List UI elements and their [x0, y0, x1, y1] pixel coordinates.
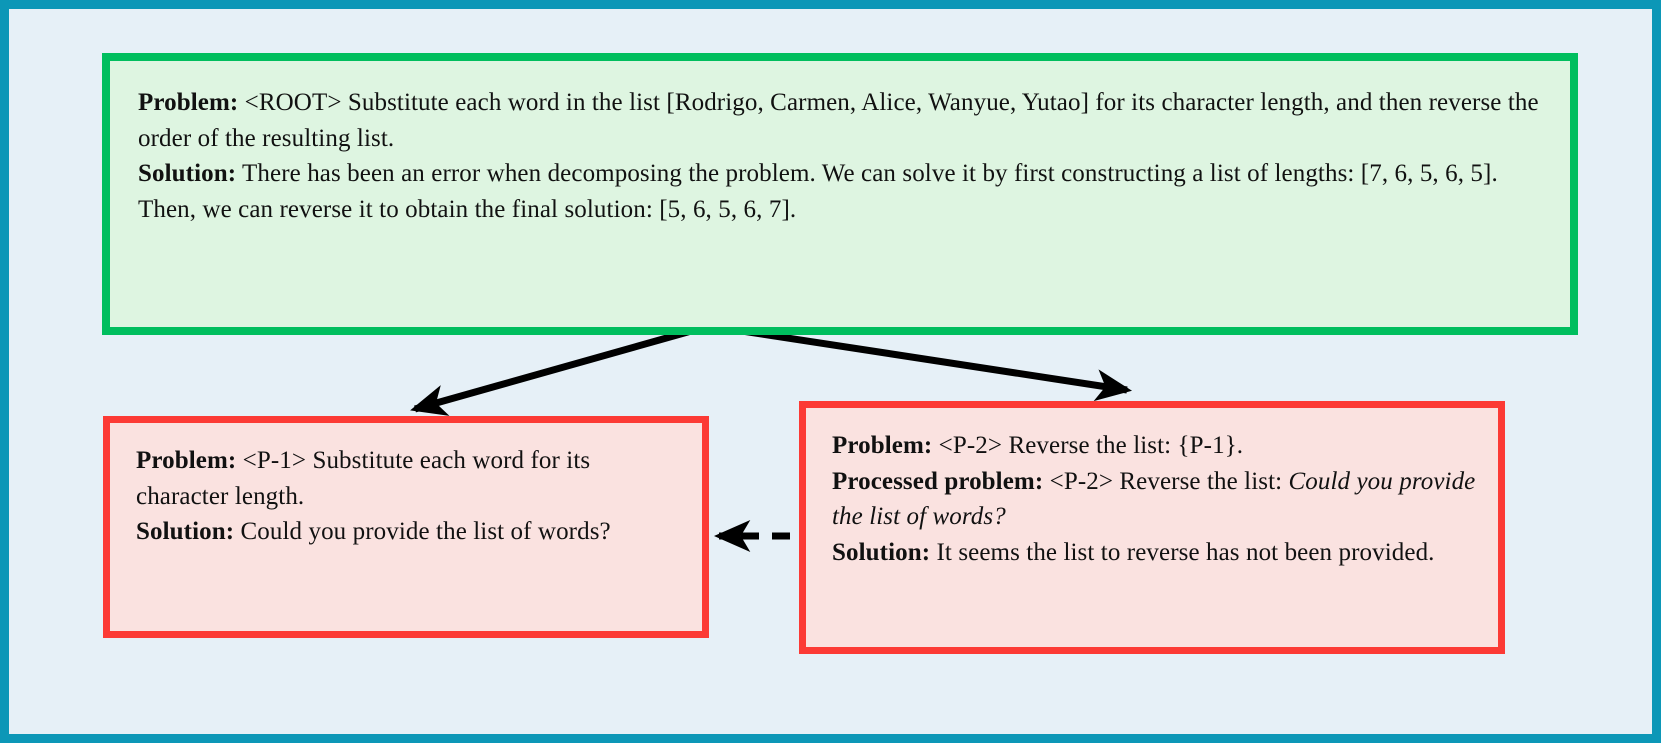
node-p1-content: Problem: <P-1> Substitute each word for …: [110, 423, 702, 568]
node-p2-solution-line: Solution: It seems the list to reverse h…: [832, 535, 1476, 571]
node-root-problem-line: Problem: <ROOT> Substitute each word in …: [138, 85, 1544, 156]
node-root-content: Problem: <ROOT> Substitute each word in …: [110, 61, 1570, 249]
problem-text: <P-2> Reverse the list: {P-1}.: [932, 432, 1244, 459]
node-p2-content: Problem: <P-2> Reverse the list: {P-1}. …: [806, 408, 1498, 588]
processed-problem-italic-text: Could you provide the list of words?: [832, 467, 1476, 531]
node-root[interactable]: Problem: <ROOT> Substitute each word in …: [102, 53, 1578, 335]
solution-text: It seems the list to reverse has not bee…: [930, 538, 1435, 566]
node-p2-processed-line: Processed problem: <P-2> Reverse the lis…: [832, 464, 1476, 535]
node-root-solution-line: Solution: There has been an error when d…: [138, 156, 1544, 227]
processed-problem-text: <P-2> Reverse the list:: [1043, 467, 1289, 495]
node-p1[interactable]: Problem: <P-1> Substitute each word for …: [103, 416, 709, 638]
node-p2[interactable]: Problem: <P-2> Reverse the list: {P-1}. …: [799, 401, 1505, 654]
processed-problem-label: Processed problem:: [832, 467, 1044, 495]
solution-label: Solution:: [138, 160, 237, 187]
edge-root-to-p1: [410, 322, 710, 416]
node-p1-problem-line: Problem: <P-1> Substitute each word for …: [136, 443, 680, 514]
problem-label: Problem:: [138, 89, 239, 116]
problem-label: Problem:: [136, 447, 237, 474]
solution-text: Could you provide the list of words?: [234, 518, 611, 545]
problem-text: <P-1> Substitute each word for its chara…: [136, 447, 591, 510]
solution-label: Solution:: [832, 538, 931, 566]
problem-label: Problem:: [832, 432, 933, 459]
edge-root-to-p2: [708, 322, 1133, 402]
problem-text: <ROOT> Substitute each word in the list …: [138, 89, 1539, 152]
solution-label: Solution:: [136, 518, 235, 545]
solution-text: There has been an error when decomposing…: [138, 160, 1498, 223]
node-p1-solution-line: Solution: Could you provide the list of …: [136, 514, 680, 550]
node-p2-problem-line: Problem: <P-2> Reverse the list: {P-1}.: [832, 428, 1476, 464]
